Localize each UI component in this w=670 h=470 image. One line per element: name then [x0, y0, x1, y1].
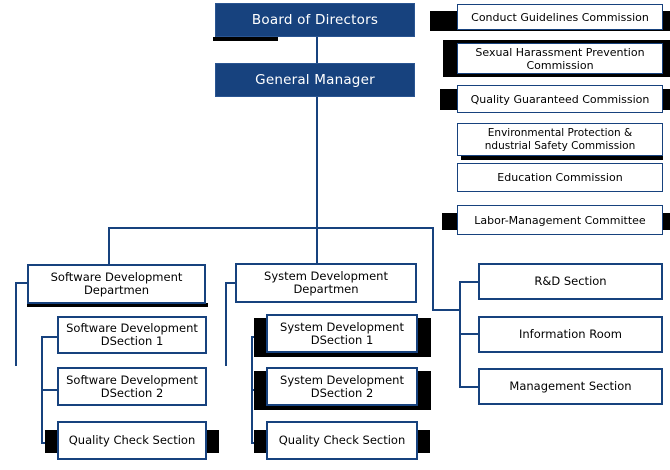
- software-development-department-box: Software Development Departmen: [27, 264, 206, 304]
- system-quality-check-box: Quality Check Section: [266, 421, 418, 460]
- board-of-directors-label: Board of Directors: [251, 12, 379, 28]
- section-label: Quality Check Section: [278, 433, 406, 447]
- commission-box-education: Education Commission: [457, 163, 663, 192]
- connector-line: [432, 309, 461, 311]
- commission-label: Labor-Management Committee: [474, 213, 646, 227]
- system-dsection1-box: System Development DSection 1: [266, 314, 418, 353]
- department-label: Software Development Departmen: [50, 270, 183, 297]
- section-label: Software Development DSection 1: [66, 321, 198, 348]
- commission-box-environmental-protection: Environmental Protection & ndustrial Saf…: [457, 123, 663, 156]
- commission-label: Education Commission: [497, 171, 623, 184]
- commission-label: Sexual Harassment Prevention Commission: [475, 45, 645, 72]
- board-of-directors-box: Board of Directors: [215, 3, 415, 37]
- connector-line: [225, 282, 236, 284]
- connector-line: [15, 282, 28, 284]
- software-quality-check-box: Quality Check Section: [57, 421, 207, 460]
- connector-line: [41, 389, 58, 391]
- commission-box-conduct-guidelines: Conduct Guidelines Commission: [457, 4, 663, 30]
- connector-line: [316, 37, 318, 64]
- connector-line: [459, 281, 478, 283]
- commission-label: Conduct Guidelines Commission: [471, 10, 649, 24]
- highlight-block: [417, 430, 430, 453]
- connector-line: [459, 386, 478, 388]
- section-label: Information Room: [519, 327, 622, 341]
- system-development-department-box: System Development Departmen: [235, 263, 417, 303]
- section-label: System Development DSection 2: [280, 372, 404, 400]
- highlight-block: [45, 430, 58, 453]
- section-label: Quality Check Section: [68, 433, 196, 447]
- management-section-box: Management Section: [478, 368, 663, 405]
- system-dsection2-box: System Development DSection 2: [266, 367, 418, 406]
- general-manager-box: General Manager: [215, 63, 415, 97]
- commission-box-quality-guaranteed: Quality Guaranteed Commission: [457, 85, 663, 113]
- commission-label: Environmental Protection & ndustrial Saf…: [484, 126, 636, 152]
- shadow-block: [461, 156, 663, 160]
- connector-line: [432, 227, 434, 311]
- highlight-block: [254, 430, 267, 453]
- shadow-block: [27, 303, 208, 307]
- section-label: R&D Section: [534, 274, 607, 288]
- connector-line: [108, 227, 110, 265]
- connector-line: [316, 97, 318, 264]
- software-dsection2-box: Software Development DSection 2: [57, 367, 207, 406]
- commission-label: Quality Guaranteed Commission: [470, 92, 650, 106]
- section-label: System Development DSection 1: [280, 319, 404, 347]
- connector-line: [41, 336, 58, 338]
- rnd-section-box: R&D Section: [478, 263, 663, 300]
- connector-line: [459, 333, 478, 335]
- information-room-box: Information Room: [478, 316, 663, 353]
- section-label: Management Section: [509, 379, 632, 393]
- commission-box-sexual-harassment-prevention: Sexual Harassment Prevention Commission: [457, 43, 663, 74]
- connector-line: [15, 282, 17, 366]
- highlight-block: [206, 430, 219, 453]
- board-shadow-block: [213, 37, 278, 41]
- connector-line: [108, 227, 434, 229]
- connector-line: [225, 282, 227, 366]
- section-label: Software Development DSection 2: [66, 372, 198, 400]
- software-dsection1-box: Software Development DSection 1: [57, 316, 207, 354]
- commission-box-labor-management: Labor-Management Committee: [457, 205, 663, 235]
- general-manager-label: General Manager: [255, 72, 375, 88]
- department-label: System Development Departmen: [264, 269, 388, 296]
